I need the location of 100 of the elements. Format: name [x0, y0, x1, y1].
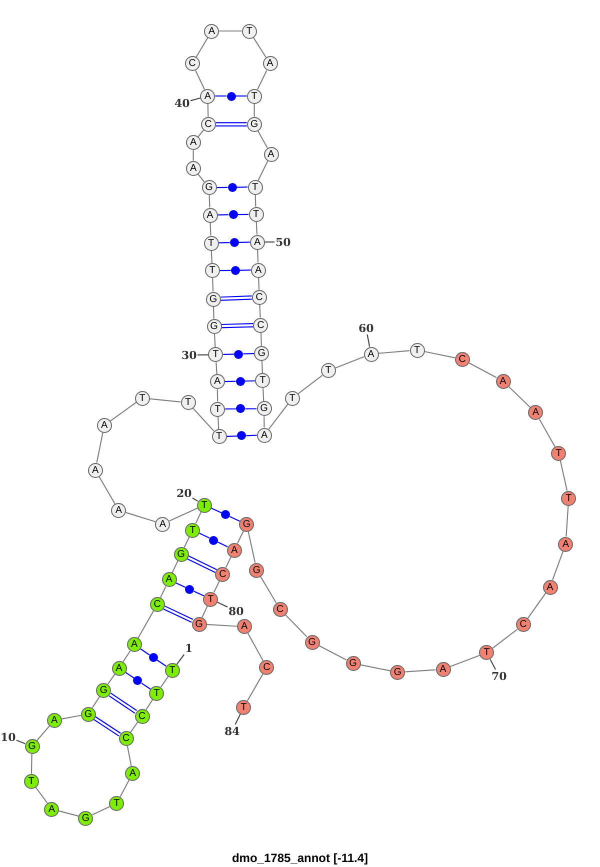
backbone-line: [264, 416, 265, 428]
nucleotide-circle: C: [118, 731, 134, 746]
backbone-line: [92, 696, 100, 708]
nucleotide-circle: T: [208, 347, 224, 362]
backbone-line: [260, 332, 262, 346]
base-pair-line: [222, 326, 254, 328]
backbone-line: [424, 350, 456, 358]
nucleotide-circle: A: [262, 56, 278, 72]
backbone-line: [184, 536, 190, 548]
nucleotide-circle: T: [236, 700, 252, 715]
base-pair-line: [226, 435, 238, 437]
position-number: 70: [492, 670, 507, 682]
backbone-line: [213, 580, 220, 592]
nucleotide-circle: C: [259, 660, 274, 675]
backbone-line: [146, 699, 154, 710]
backbone-line: [96, 432, 104, 463]
nucleotide-circle: C: [150, 596, 165, 612]
pair-dot: [228, 182, 236, 192]
backbone-line: [262, 388, 264, 402]
backbone-line: [257, 249, 259, 263]
nucleotide-circle: G: [390, 664, 406, 680]
nucleotide-circle: T: [149, 686, 164, 701]
base-pair-line: [124, 672, 134, 679]
backbone-line: [198, 130, 204, 138]
base-pair-line: [141, 682, 151, 690]
nucleotide-circle: G: [249, 562, 264, 578]
pair-dot: [237, 431, 246, 440]
backbone-line: [252, 37, 266, 58]
backbone-line: [122, 650, 131, 662]
nucleotide-circle: T: [185, 522, 200, 538]
nucleotide-circle: G: [206, 292, 221, 306]
nucleotide-circle: A: [186, 135, 201, 150]
base-pair-line: [220, 295, 252, 298]
nucleotide-circle: A: [44, 802, 60, 816]
base-pair-line: [236, 95, 247, 97]
backbone-line: [62, 714, 82, 720]
backbone-line: [35, 787, 48, 804]
nucleotide-circle: A: [364, 346, 378, 362]
nucleotide-circle: T: [284, 390, 300, 406]
backbone-line: [256, 222, 258, 235]
pair-dot: [133, 676, 142, 686]
backbone-line: [138, 610, 154, 638]
pair-dot: [230, 266, 240, 275]
nucleotide-circle: G: [304, 634, 320, 650]
backbone-line: [192, 408, 214, 432]
nucleotide-circle: G: [246, 116, 262, 132]
backbone-line: [107, 674, 116, 684]
nucleotide-circle: C: [134, 708, 150, 724]
base-pair-line: [188, 555, 217, 570]
base-pair-line: [164, 606, 194, 620]
backbone-line: [468, 362, 497, 378]
nucleotide-circle: A: [96, 418, 112, 433]
backbone-line: [212, 278, 214, 292]
nucleotide-circle: G: [78, 810, 94, 826]
backbone-line: [214, 334, 216, 348]
leader-line: [366, 334, 370, 347]
nucleotide-circle: C: [200, 116, 216, 132]
backbone-line: [298, 374, 323, 394]
backbone-line: [538, 418, 556, 448]
base-pair-line: [194, 590, 204, 596]
backbone-line: [206, 624, 237, 627]
nucleotide-circle: T: [203, 592, 218, 606]
position-number: 84: [224, 726, 240, 736]
backbone-line: [225, 556, 232, 568]
nucleotide-circle: A: [528, 405, 544, 420]
nucleotide-circle: C: [252, 290, 267, 305]
backbone-line: [210, 222, 212, 236]
position-number: 80: [228, 606, 244, 616]
backbone-line: [258, 160, 268, 180]
base-pair-line: [245, 408, 256, 410]
backbone-line: [172, 560, 178, 574]
pair-dot: [228, 210, 238, 220]
base-pair-line: [238, 242, 250, 243]
leader-line: [192, 498, 198, 502]
nucleotide-circle: T: [551, 446, 566, 461]
leader-line: [234, 714, 241, 725]
backbone-line: [284, 614, 308, 638]
position-number: 1: [185, 642, 193, 654]
nucleotide-circle: C: [454, 352, 470, 367]
backbone-line: [527, 592, 546, 619]
base-pair-line: [163, 608, 192, 623]
base-pair-line: [221, 323, 254, 326]
leader-line: [176, 654, 185, 665]
nucleotide-circle: A: [436, 662, 450, 677]
nucleotide-circle: T: [24, 774, 39, 789]
backbone-line: [92, 806, 110, 816]
backbone-line: [195, 512, 202, 524]
pair-dot: [226, 92, 236, 100]
nucleotide-circle: A: [542, 580, 558, 594]
leader-line: [490, 659, 496, 670]
backbone-line: [246, 674, 264, 702]
base-pair-line: [216, 125, 247, 126]
backbone-line: [560, 460, 568, 491]
backbone-line: [192, 150, 194, 161]
backbone-line: [195, 70, 205, 90]
nucleotide-circle: T: [210, 402, 226, 416]
nucleotide-circle: G: [346, 656, 360, 671]
nucleotide-circle: G: [206, 318, 222, 334]
nucleotide-circle: T: [410, 342, 424, 358]
nucleotide-circle: A: [88, 462, 103, 478]
